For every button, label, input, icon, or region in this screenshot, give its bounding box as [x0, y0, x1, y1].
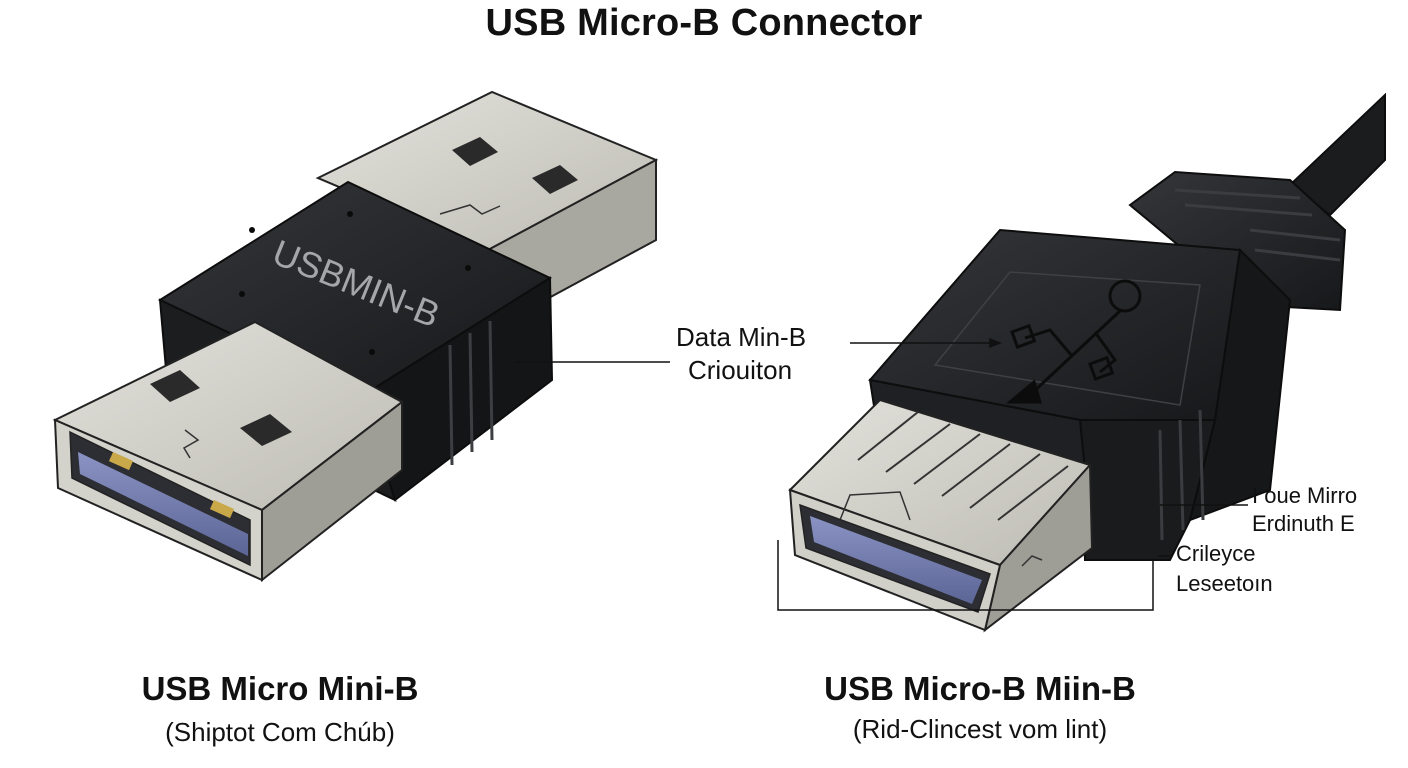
right-lower-callout-line1: Crileyce [1176, 541, 1256, 566]
right-caption: USB Micro-B Miin-B [824, 670, 1136, 707]
right-upper-callout-line1: I oue Mirro [1252, 483, 1358, 508]
right-callout-lines [777, 337, 1248, 611]
center-callout-label-line2: Criouiton [688, 355, 793, 385]
left-connector: USBMIN-B [52, 90, 659, 583]
right-upper-callout-line2: Erdinuth E [1252, 511, 1355, 536]
right-connector [788, 92, 1386, 633]
right-lower-callout-line2: Leseetoın [1176, 571, 1273, 596]
center-callout-label-line1: Data Min-B [676, 322, 807, 352]
right-subcaption: (Rid-Clincest vom lint) [852, 714, 1108, 744]
right-metal-plug [788, 398, 1094, 633]
left-subcaption: (Shiptot Com Chúb) [165, 717, 395, 747]
left-caption: USB Micro Mini-B [141, 670, 419, 707]
usb-trident-icon [1005, 279, 1142, 404]
right-housing [868, 228, 1292, 561]
left-front-shell [52, 320, 404, 583]
right-strain-relief [1128, 170, 1347, 312]
page-title: USB Micro-B Connector [485, 2, 923, 44]
